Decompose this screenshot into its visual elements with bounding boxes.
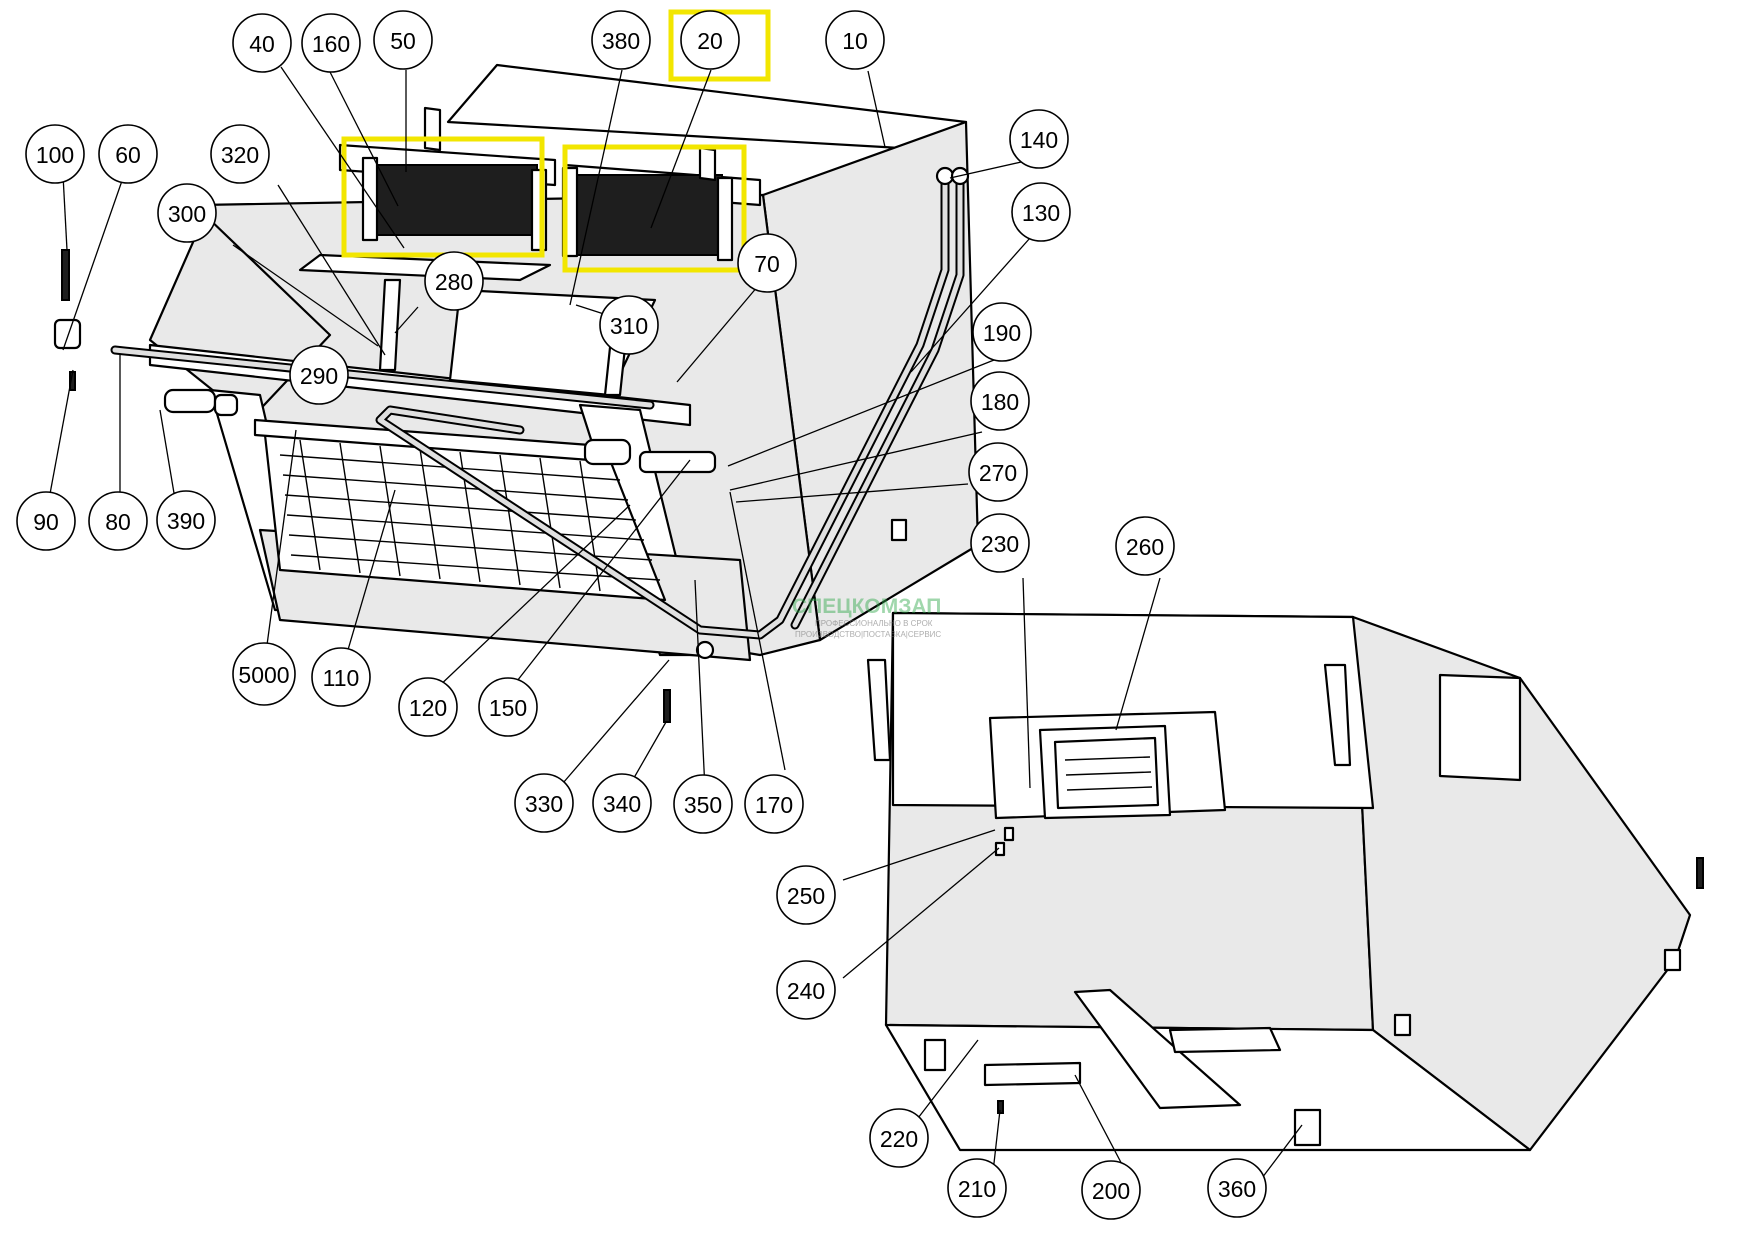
callout-c340: 340: [592, 773, 652, 833]
callout-c20: 20: [680, 10, 740, 70]
callout-c390: 390: [156, 490, 216, 550]
callout-c380: 380: [591, 10, 651, 70]
callout-label: 160: [312, 31, 350, 57]
callout-label: 90: [33, 509, 59, 535]
callout-c140: 140: [1009, 109, 1069, 169]
callout-label: 40: [249, 31, 275, 57]
callout-c100: 100: [25, 124, 85, 184]
callout-label: 120: [409, 695, 447, 721]
callout-label: 330: [525, 791, 563, 817]
callout-label: 60: [115, 142, 141, 168]
callout-label: 230: [981, 531, 1019, 557]
callout-c120: 120: [398, 677, 458, 737]
upper-assembly: [53, 63, 980, 723]
callout-label: 70: [754, 251, 780, 277]
callout-c160: 160: [301, 13, 361, 73]
callout-label: 150: [489, 695, 527, 721]
callout-label: 170: [755, 792, 793, 818]
callout-c230: 230: [970, 513, 1030, 573]
callout-c320: 320: [210, 124, 270, 184]
callout-c10: 10: [825, 10, 885, 70]
watermark-brand: СПЕЦКОМЗАП: [792, 595, 941, 618]
callout-label: 50: [390, 28, 416, 54]
watermark-tagline-2: ПРОИЗВОДСТВО|ПОСТАВКА|СЕРВИС: [795, 630, 941, 639]
watermark-tagline-1: ПРОФЕССИОНАЛЬНО В СРОК: [815, 619, 933, 628]
callout-label: 270: [979, 460, 1017, 486]
callout-label: 350: [684, 792, 722, 818]
callout-label: 20: [697, 28, 723, 54]
callout-c50: 50: [373, 10, 433, 70]
callout-label: 260: [1126, 534, 1164, 560]
callout-c110: 110: [311, 647, 371, 707]
callout-label: 280: [435, 269, 473, 295]
callout-c240: 240: [776, 960, 836, 1020]
callout-label: 300: [168, 201, 206, 227]
callout-label: 5000: [238, 662, 289, 688]
callout-c290: 290: [289, 345, 349, 405]
leader-lines: [46, 66, 1303, 1179]
callout-c150: 150: [478, 677, 538, 737]
callout-label: 380: [602, 28, 640, 54]
callout-c270: 270: [968, 442, 1028, 502]
callout-c220: 220: [869, 1108, 929, 1168]
callout-c310: 310: [599, 295, 659, 355]
callout-label: 10: [842, 28, 868, 54]
callout-c360: 360: [1207, 1158, 1267, 1218]
callout-c210: 210: [947, 1158, 1007, 1218]
callout-label: 360: [1218, 1176, 1256, 1202]
highlight-heater-20: [562, 144, 747, 273]
callout-c180: 180: [970, 371, 1030, 431]
callout-label: 100: [36, 142, 74, 168]
callout-label: 110: [323, 665, 360, 691]
callout-c80: 80: [88, 491, 148, 551]
callout-label: 310: [610, 313, 648, 339]
callout-c200: 200: [1081, 1160, 1141, 1220]
callout-c130: 130: [1011, 182, 1071, 242]
callout-label: 190: [983, 320, 1021, 346]
callout-label: 340: [603, 791, 641, 817]
callout-c350: 350: [673, 774, 733, 834]
callout-c190: 190: [972, 302, 1032, 362]
callout-label: 290: [300, 363, 338, 389]
callout-c40: 40: [232, 13, 292, 73]
lower-assembly: [866, 611, 1704, 1152]
callout-label: 200: [1092, 1178, 1130, 1204]
callout-c300: 300: [157, 183, 217, 243]
callout-label: 220: [880, 1126, 918, 1152]
callout-c330: 330: [514, 773, 574, 833]
callout-c250: 250: [776, 865, 836, 925]
callout-label: 130: [1022, 200, 1060, 226]
callout-label: 390: [167, 508, 205, 534]
callout-c60: 60: [98, 124, 158, 184]
callout-label: 240: [787, 978, 825, 1004]
callout-c170: 170: [744, 774, 804, 834]
callout-c90: 90: [16, 491, 76, 551]
watermark: СПЕЦКОМЗАП ПРОФЕССИОНАЛЬНО В СРОК ПРОИЗВ…: [792, 595, 941, 639]
callout-label: 320: [221, 142, 259, 168]
callout-c280: 280: [424, 251, 484, 311]
callout-label: 80: [105, 509, 131, 535]
callout-label: 250: [787, 883, 825, 909]
callout-label: 210: [958, 1176, 996, 1202]
callout-c70: 70: [737, 233, 797, 293]
callout-c260: 260: [1115, 516, 1175, 576]
callout-label: 180: [981, 389, 1019, 415]
callout-c5000: 5000: [232, 642, 296, 706]
callout-label: 140: [1020, 127, 1058, 153]
